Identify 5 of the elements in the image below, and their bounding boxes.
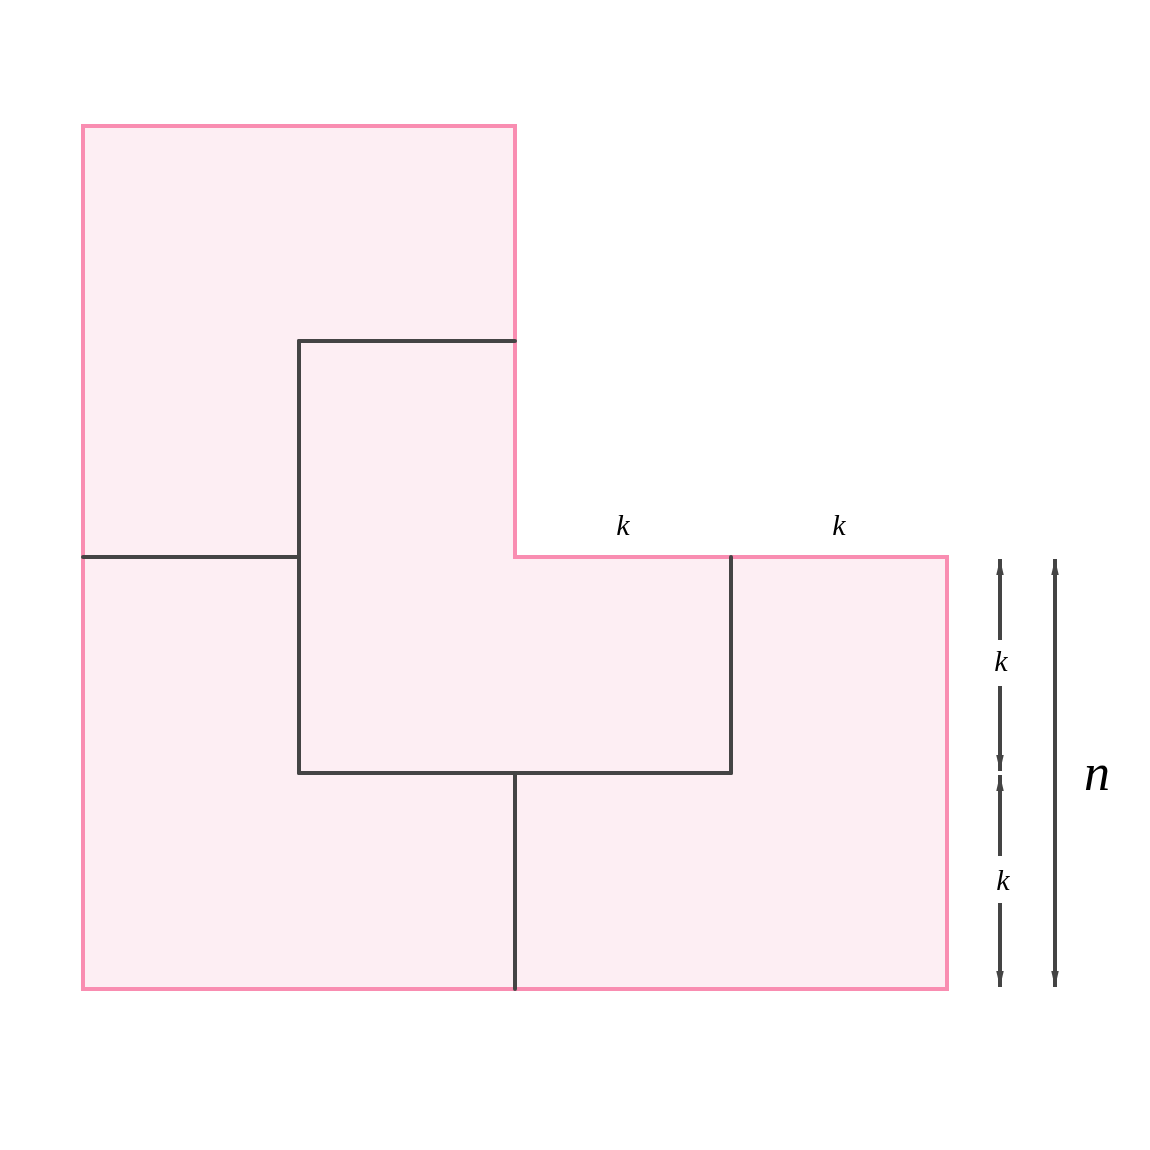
dimension-label: n xyxy=(1084,747,1110,799)
dimension-label: k xyxy=(616,510,630,540)
dimension-label: k xyxy=(832,510,846,540)
dimension-label: k xyxy=(994,646,1008,676)
dimension-label: k xyxy=(996,865,1010,895)
